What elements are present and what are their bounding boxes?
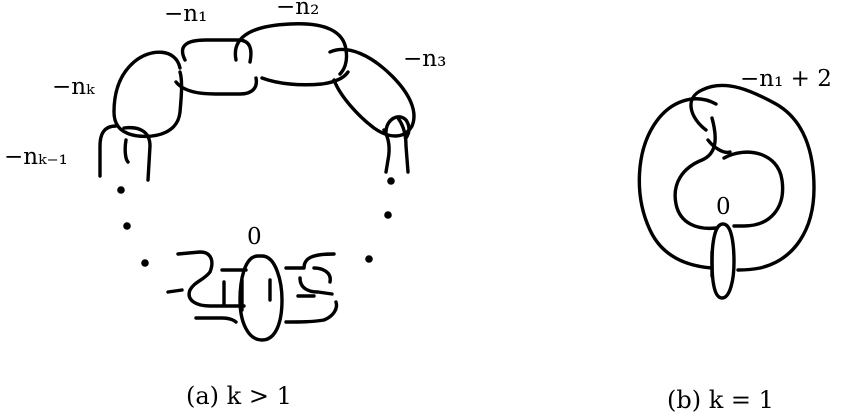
label-neg-nk-minus-1: −nₖ₋₁ (4, 144, 68, 170)
bottom-left-clasp (176, 250, 246, 308)
inner-strand-hook (706, 138, 732, 155)
component-1 (180, 38, 253, 64)
component-3 (328, 47, 416, 138)
component-k-minus-1-c (123, 138, 130, 164)
bottom-right-clasp (284, 252, 336, 270)
ellipsis-dot (117, 186, 125, 194)
label-neg-n3: −n₃ (403, 46, 446, 72)
panel-b-knot: −n₁ + 2 0 (b) k = 1 (637, 66, 832, 414)
component-2 (233, 22, 349, 76)
outer-strand-left (637, 97, 718, 270)
label-framing: −n₁ + 2 (740, 66, 832, 92)
component-3-tail-a (382, 128, 391, 174)
component-k-minus-1-b (122, 125, 152, 182)
caption-a: (a) k > 1 (186, 382, 292, 410)
ellipsis-dot (384, 211, 392, 219)
inner-strand-right (722, 150, 785, 228)
ellipsis-dot (123, 222, 131, 230)
bottom-right-clasp-b (298, 276, 334, 296)
bottom-left-clasp-b (166, 288, 184, 294)
bottom-through-strand (194, 316, 238, 324)
label-neg-n1: −n₁ (164, 1, 207, 27)
bottom-right-clasp-d (312, 266, 332, 284)
label-zero-b: 0 (716, 194, 731, 220)
label-zero-a: 0 (247, 224, 262, 250)
outer-strand (689, 83, 816, 272)
label-neg-nk: −nₖ (52, 74, 95, 100)
ellipsis-dot (387, 177, 395, 185)
label-neg-n2: −n₂ (276, 0, 319, 20)
zero-framed-unknot (238, 254, 284, 342)
component-3-tail-b (396, 116, 410, 174)
component-k-minus-1 (98, 124, 118, 178)
component-1-lower (174, 76, 259, 96)
inner-strand (673, 116, 718, 231)
caption-b: (b) k = 1 (667, 386, 774, 414)
panel-a-chain-link: −n₁ −n₂ −n₃ −nₖ −nₖ₋₁ 0 (a) k > 1 (4, 0, 446, 410)
component-2-lower (260, 70, 350, 87)
zero-framed-unknot-b (710, 222, 736, 300)
bottom-through-strand-r (284, 300, 339, 324)
component-3-hook (384, 115, 411, 140)
ellipsis-dot (365, 255, 373, 263)
component-k (112, 50, 184, 139)
ellipsis-dot (141, 259, 149, 267)
